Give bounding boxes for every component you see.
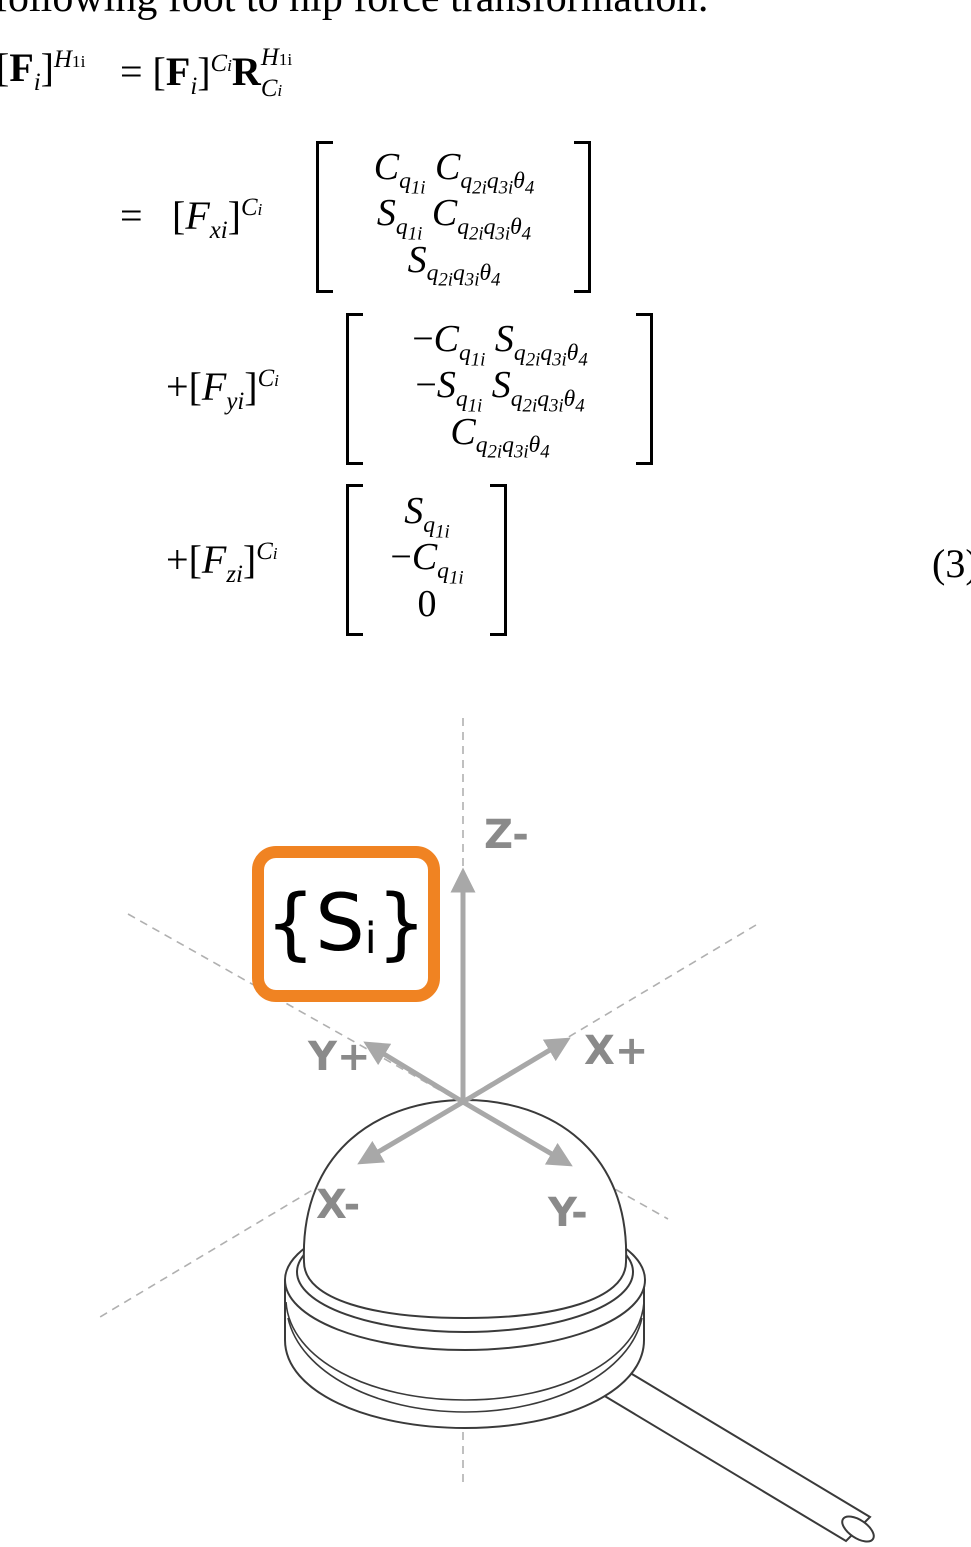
matrix-row: Sq1i Cq2iq3iθ4 — [376, 192, 532, 245]
x-plus-arrow — [461, 1037, 571, 1105]
matrix-row: Cq2iq3iθ4 — [450, 410, 550, 463]
matrix-row: −Cq1i Sq2iq3iθ4 — [412, 318, 588, 371]
matrix-bracket-left — [346, 484, 363, 636]
label-y-minus: Y- — [547, 1190, 588, 1236]
y-minus-arrow — [461, 1099, 573, 1167]
sensor-base-lines — [285, 1301, 645, 1413]
matrix-row: Sq2iq3iθ4 — [407, 238, 501, 291]
matrix-bracket-right — [574, 141, 591, 293]
x-minus-arrow — [357, 1099, 465, 1165]
matrix-row: −Cq1i — [390, 536, 464, 589]
matrix-bracket-right — [636, 313, 653, 465]
label-x-minus: X- — [316, 1182, 360, 1228]
matrix-2: −Cq1i Sq2iq3iθ4 −Sq1i Sq2iq3iθ4 Cq2iq3iθ… — [364, 318, 636, 463]
term-force: +[Fzi]Ci — [166, 537, 278, 588]
sensor-body — [284, 1098, 875, 1543]
axis-arrows — [357, 867, 573, 1167]
matrix-row: Cq1i Cq2iq3iθ4 — [373, 146, 535, 199]
matrix-row: 0 — [417, 582, 437, 625]
term-prefix: = — [120, 193, 143, 238]
matrix-bracket-left — [316, 141, 333, 293]
term-force: +[Fyi]Ci — [166, 364, 279, 415]
matrix-bracket-left — [346, 313, 363, 465]
equation-line-1: [Fi]H1i — [0, 45, 86, 96]
lhs: [Fi]H1i — [0, 45, 86, 96]
matrix-row: Sq1i — [404, 490, 450, 543]
label-y-plus: Y+ — [307, 1034, 370, 1080]
label-z-minus: Z- — [484, 812, 529, 858]
matrix-bracket-right — [490, 484, 507, 636]
matrix-1: Cq1i Cq2iq3iθ4 Sq1i Cq2iq3iθ4 Sq2iq3iθ4 — [334, 146, 574, 291]
y-plus-arrow — [363, 1041, 465, 1105]
label-x-plus: X+ — [584, 1028, 648, 1074]
matrix-row: −Sq1i Sq2iq3iθ4 — [415, 364, 585, 417]
intro-text: following foot to hip force transformati… — [0, 0, 709, 22]
matrix-3: Sq1i −Cq1i 0 — [364, 492, 490, 623]
term-force: [Fxi]Ci — [172, 193, 263, 244]
equation-number: (3) — [932, 541, 971, 586]
